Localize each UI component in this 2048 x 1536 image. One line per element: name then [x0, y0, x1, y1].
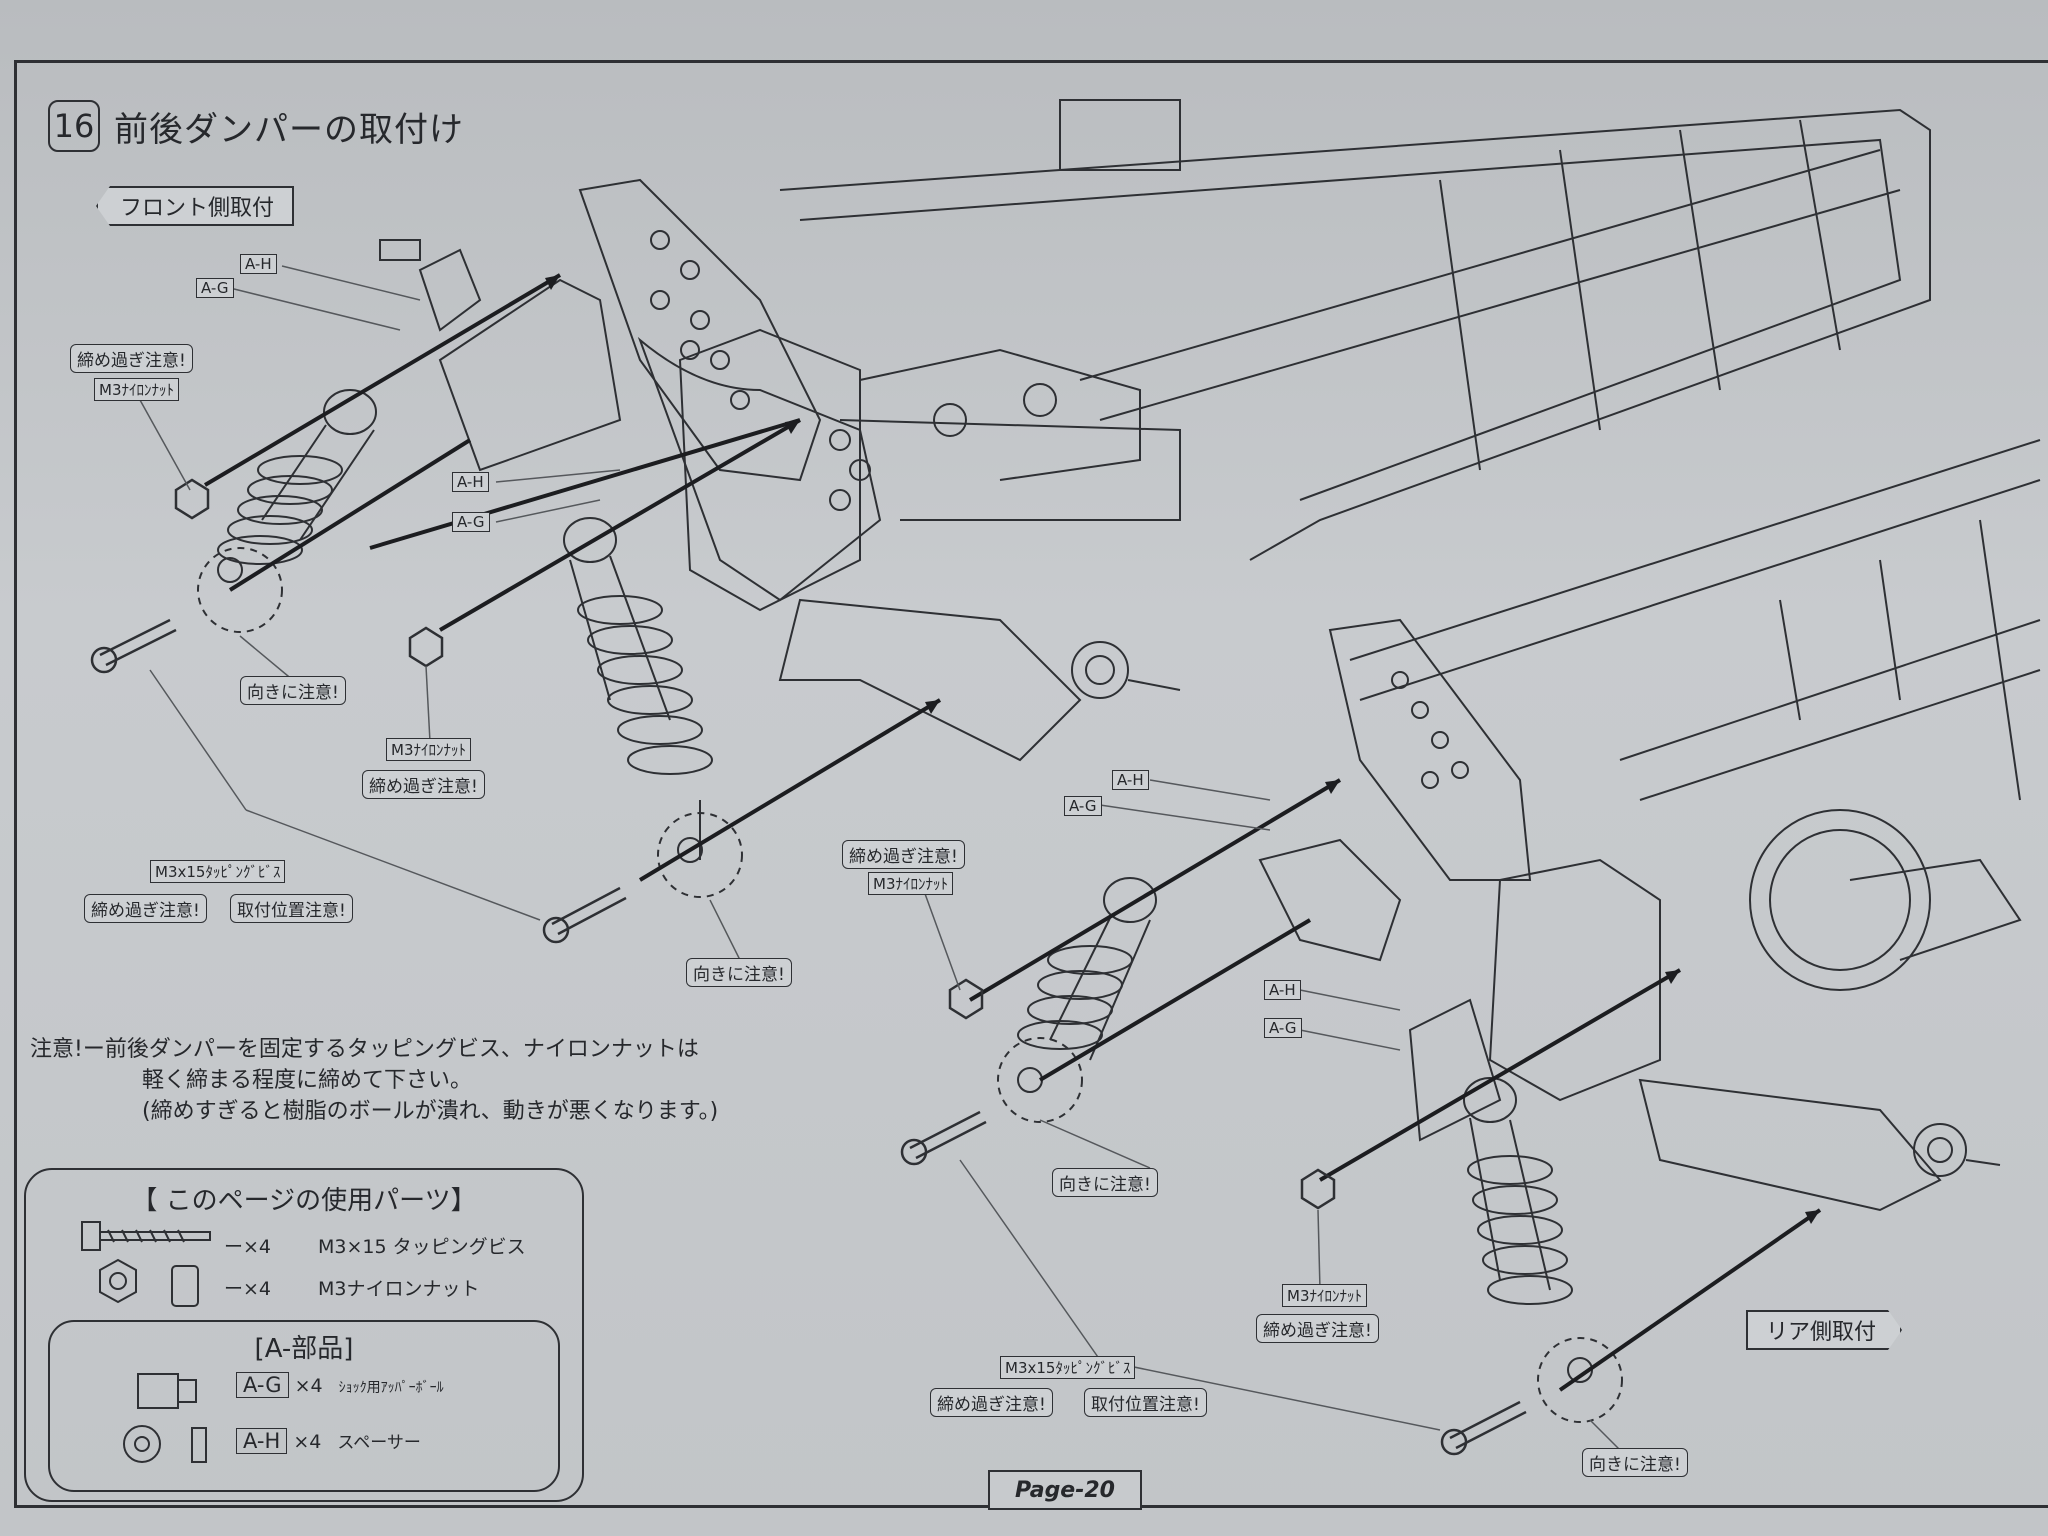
rear-damper-left	[997, 877, 1157, 1123]
front-nut-label-1: M3ﾅｲﾛﾝﾅｯﾄ	[94, 378, 179, 401]
front-mount-label: フロント側取付	[96, 186, 295, 226]
front-screw-left	[99, 618, 177, 667]
front-orientation-1: 向きに注意!	[240, 676, 346, 705]
rear-gearbox	[1258, 838, 2001, 1212]
front-warn-overtighten-2: 締め過ぎ注意!	[362, 770, 485, 799]
rear-chassis-frame	[1328, 439, 2041, 991]
arrow-heads	[545, 275, 1820, 1224]
front-warn-position: 取付位置注意!	[230, 894, 353, 923]
a-parts-row2: A-H ×4 スペーサー	[236, 1428, 421, 1454]
step-number: 16	[48, 100, 100, 152]
front-code-ah-mid: A-H	[452, 472, 489, 492]
front-nut-right	[408, 626, 444, 668]
front-damper-left	[197, 389, 377, 633]
parts-spacer-icon	[123, 1425, 161, 1463]
front-gearbox	[678, 328, 1141, 612]
rear-nut-label-2: M3ﾅｲﾛﾝﾅｯﾄ	[1282, 1284, 1367, 1307]
front-nut-left	[174, 478, 210, 520]
parts-row2-qty: ー×4	[224, 1278, 272, 1300]
page-number: Page-20	[988, 1470, 1142, 1510]
caution-line-3: (締めすぎると樹脂のボールが潰れ、動きが悪くなります。)	[142, 1099, 719, 1124]
rear-damper-right	[1463, 1077, 1623, 1423]
front-damper-right	[563, 517, 743, 898]
rear-warn-overtighten-1: 締め過ぎ注意!	[842, 840, 965, 869]
parts-screw-head	[81, 1221, 101, 1251]
a-parts-row1: A-G ×4 ｼｮｯｸ用ｱｯﾊﾟｰﾎﾞｰﾙ	[236, 1372, 444, 1398]
parts-row1-qty: ー×4	[224, 1236, 272, 1258]
assembly-arrows	[203, 273, 1822, 1392]
rear-screw-right	[1449, 1400, 1527, 1450]
a-parts-row2-name: スペーサー	[337, 1433, 421, 1453]
a-parts-row2-code: A-H	[236, 1428, 288, 1454]
parts-title: 【 このページの使用パーツ】	[131, 1186, 477, 1216]
caution-line-1: 注意!ー前後ダンパーを固定するタッピングビス、ナイロンナットは	[30, 1037, 699, 1062]
front-warn-overtighten-1: 締め過ぎ注意!	[70, 344, 193, 373]
rear-nut-label-1: M3ﾅｲﾛﾝﾅｯﾄ	[868, 872, 953, 895]
rear-screw-left	[909, 1110, 987, 1160]
front-chassis-frame	[779, 99, 1931, 561]
front-code-ah-top: A-H	[240, 254, 277, 274]
a-parts-row2-qty: ×4	[293, 1431, 322, 1453]
leader-lines	[139, 265, 1621, 1451]
front-shock-tower	[578, 178, 1181, 602]
front-orientation-2: 向きに注意!	[686, 958, 792, 987]
rear-orientation-2: 向きに注意!	[1582, 1448, 1688, 1477]
front-screw-right	[551, 886, 627, 936]
front-code-ag-mid: A-G	[452, 512, 490, 532]
front-warn-overtighten-3: 締め過ぎ注意!	[84, 894, 207, 923]
rear-screw-label: M3x15ﾀｯﾋﾟﾝｸﾞﾋﾞｽ	[1000, 1356, 1136, 1379]
caution-note: 注意!ー前後ダンパーを固定するタッピングビス、ナイロンナットは 軽く締まる程度に…	[30, 1034, 718, 1127]
parts-row2-name: M3ナイロンナット	[318, 1278, 480, 1300]
a-parts-row1-qty: ×4	[294, 1375, 323, 1397]
parts-used-box: 【 このページの使用パーツ】 ー×4 M3×15 タッピングビス ー×4 M3ナ…	[24, 1168, 584, 1502]
parts-icons	[81, 1221, 211, 1463]
front-screw-label: M3x15ﾀｯﾋﾟﾝｸﾞﾋﾞｽ	[150, 860, 286, 883]
rear-warn-overtighten-2: 締め過ぎ注意!	[1256, 1314, 1379, 1343]
rear-code-ah-top: A-H	[1112, 770, 1149, 790]
front-code-ag-top: A-G	[196, 278, 234, 298]
a-parts-row1-code: A-G	[236, 1372, 289, 1398]
parts-row1-name: M3×15 タッピングビス	[318, 1236, 526, 1258]
rear-warn-overtighten-3: 締め過ぎ注意!	[930, 1388, 1053, 1417]
rear-nut-left	[948, 978, 984, 1020]
parts-nut-icon	[99, 1258, 137, 1304]
step-title: 前後ダンパーの取付け	[114, 109, 464, 150]
front-nut-label-2: M3ﾅｲﾛﾝﾅｯﾄ	[386, 738, 471, 761]
rear-orientation-1: 向きに注意!	[1052, 1168, 1158, 1197]
a-parts-box: [A-部品] A-G ×4 ｼｮｯｸ用ｱｯﾊﾟｰﾎﾞｰﾙ A-H ×4 スペーサ…	[48, 1320, 560, 1492]
rear-code-ah-mid: A-H	[1264, 980, 1301, 1000]
a-parts-title: [A-部品]	[254, 1334, 354, 1364]
rear-code-ag-mid: A-G	[1264, 1018, 1302, 1038]
a-parts-row1-name: ｼｮｯｸ用ｱｯﾊﾟｰﾎﾞｰﾙ	[338, 1380, 444, 1396]
rear-code-ag-top: A-G	[1064, 796, 1102, 816]
rear-warn-position: 取付位置注意!	[1084, 1388, 1207, 1417]
step-header: 16 前後ダンパーの取付け	[48, 100, 464, 152]
front-lower-arm	[379, 239, 1181, 762]
caution-line-2: 軽く締まる程度に締めて下さい。	[142, 1068, 473, 1093]
rear-nut-right	[1300, 1168, 1336, 1210]
rear-mount-label: リア側取付	[1746, 1310, 1902, 1350]
